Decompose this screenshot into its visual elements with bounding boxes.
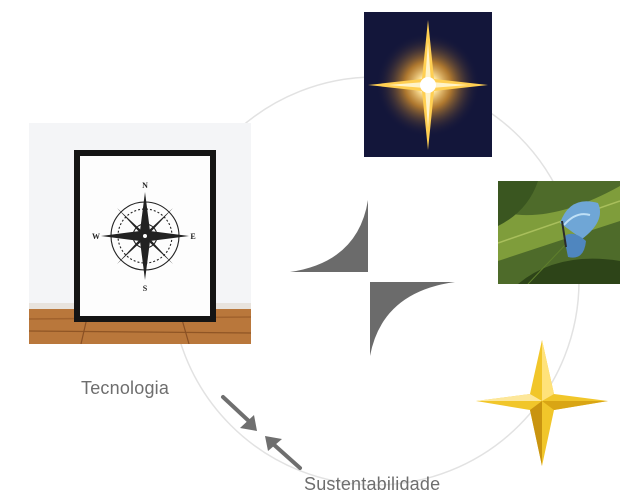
label-sustentabilidade: Sustentabilidade (304, 474, 440, 495)
label-tecnologia: Tecnologia (81, 378, 169, 399)
